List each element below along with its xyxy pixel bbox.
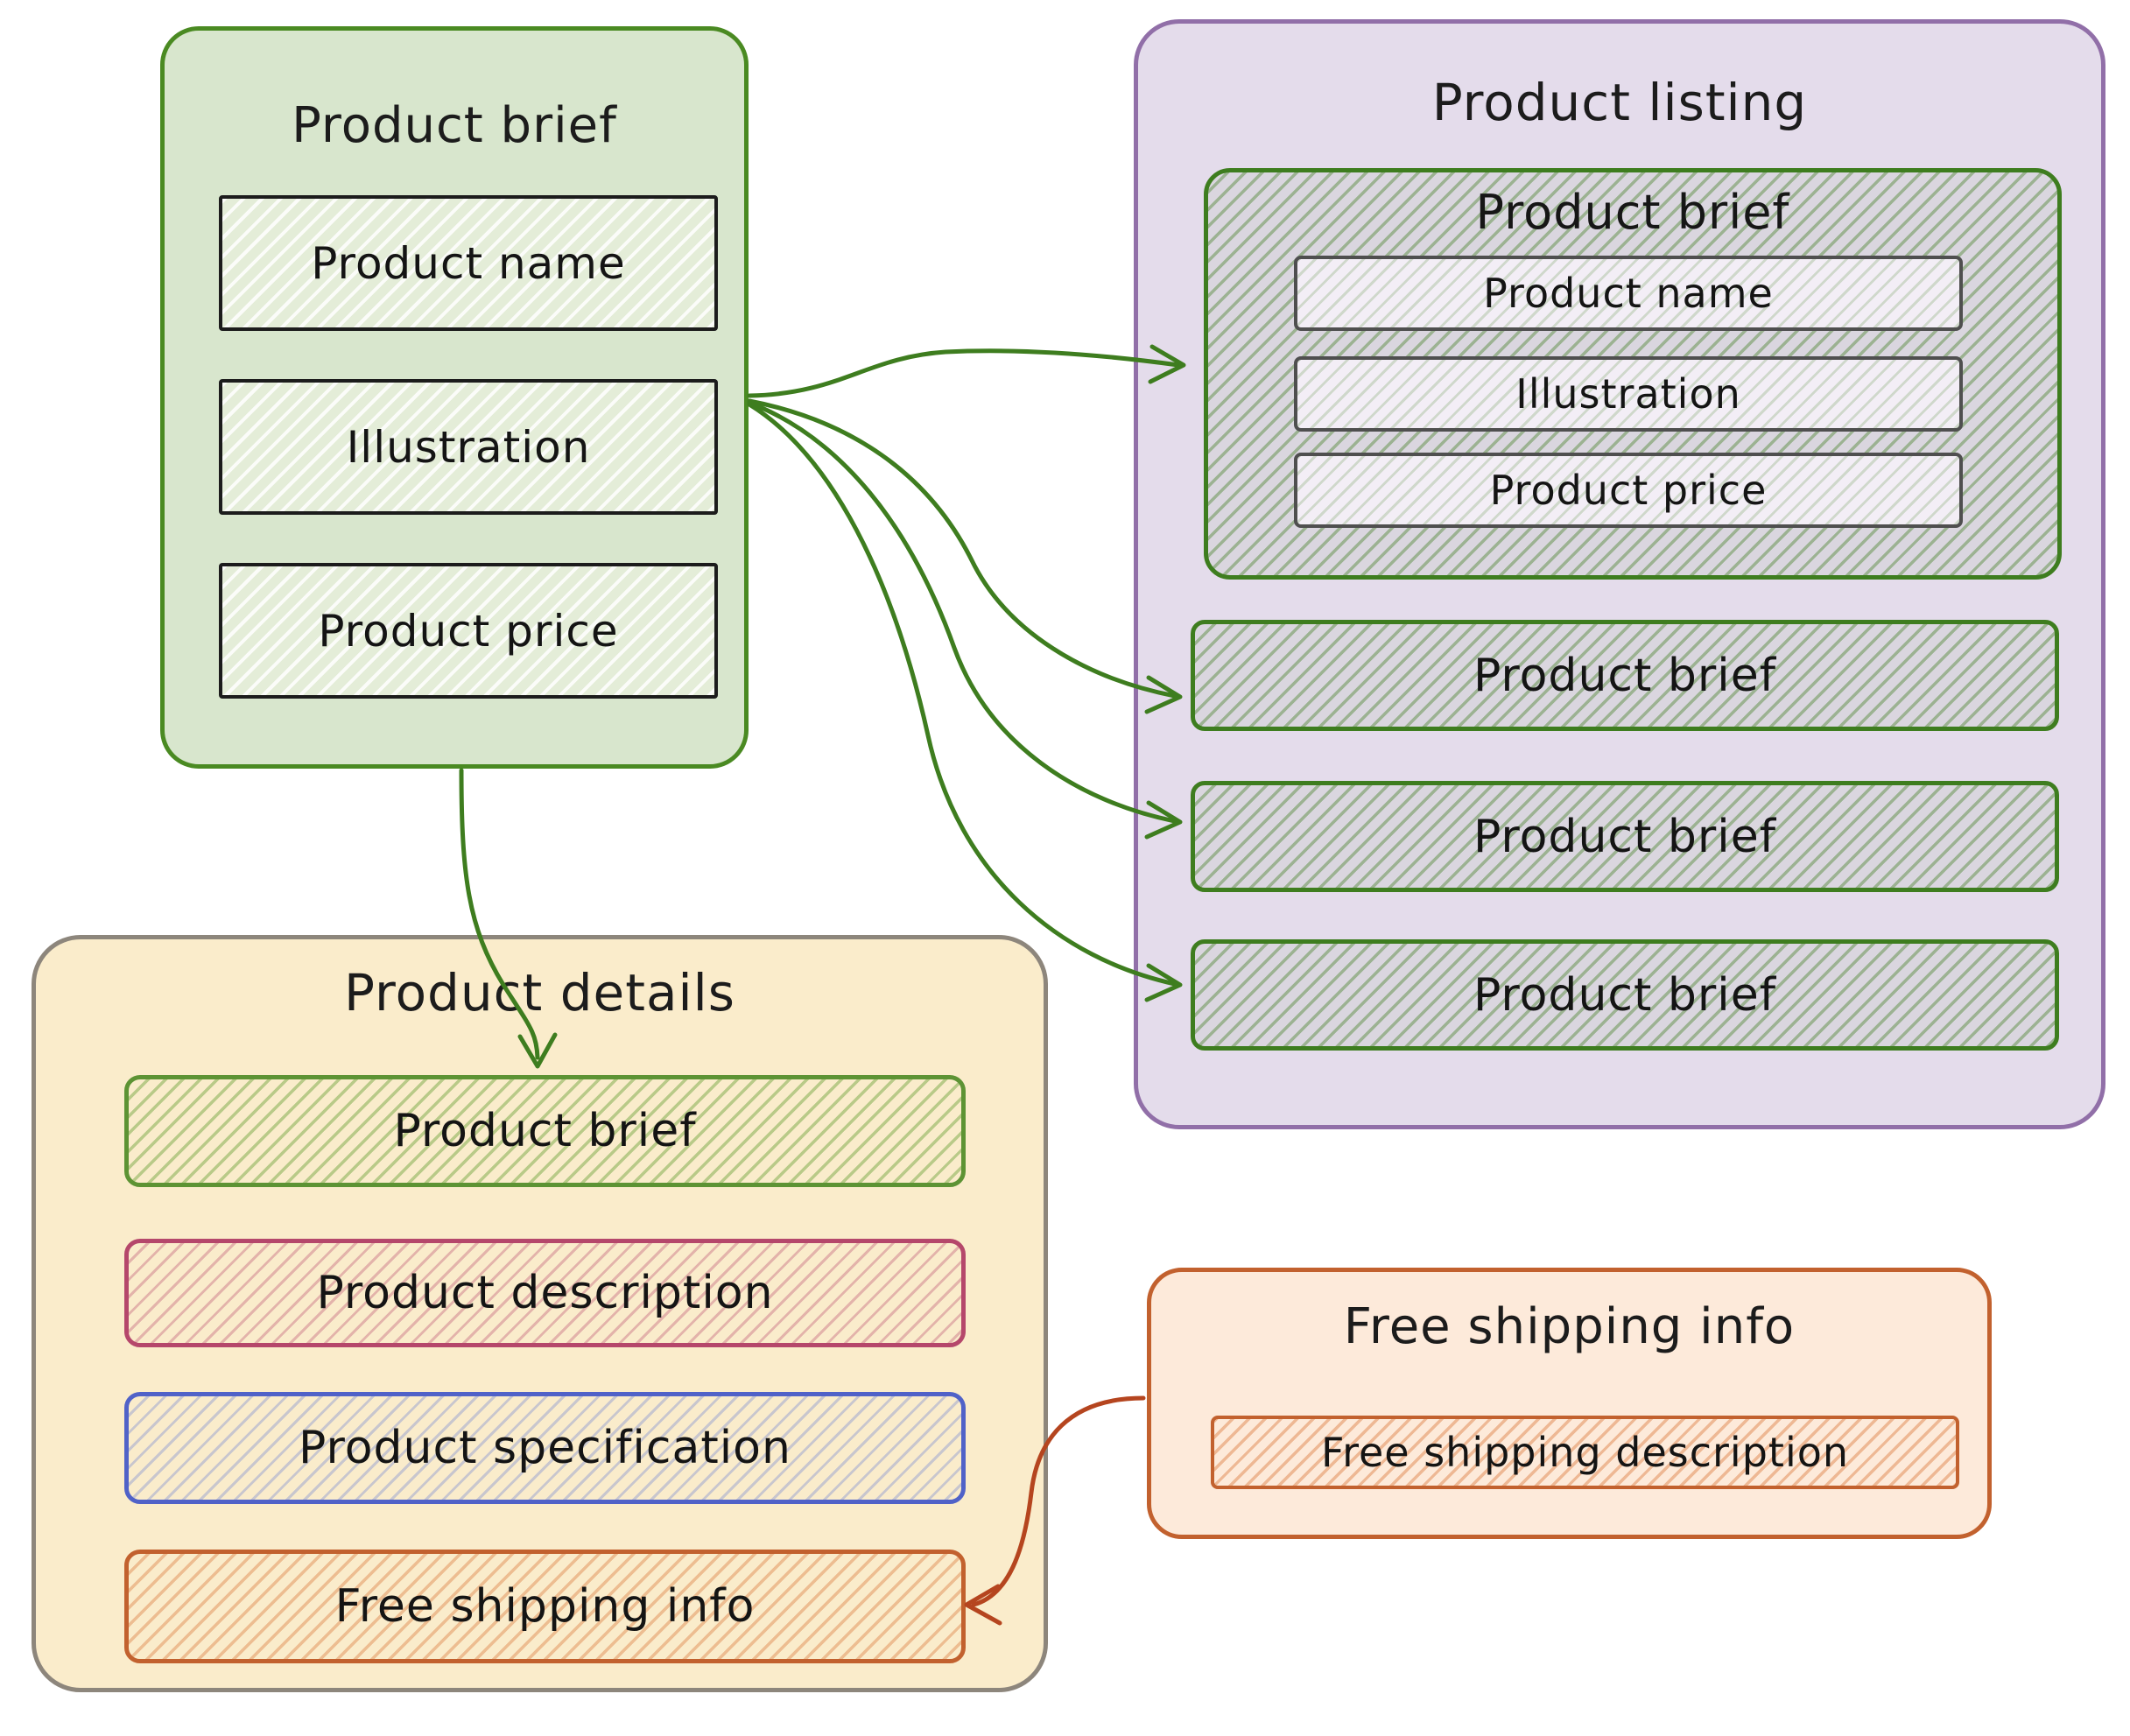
product-details-brief-row: Product brief [124,1075,966,1187]
product-listing-panel: Product listing Product brief Product na… [1134,19,2105,1129]
product-listing-brief-row-2: Product brief [1191,781,2059,892]
product-listing-brief-row-1: Product brief [1191,620,2059,731]
product-name-box: Product name [219,195,718,331]
arrow-brief-to-listing-row-3 [747,402,1177,987]
listing-brief-card-title: Product brief [1475,185,1790,240]
product-brief-panel: Product brief Product name Illustration … [160,26,749,769]
illustration-box: Illustration [219,379,718,515]
product-details-panel-title: Product details [344,963,735,1023]
product-listing-brief-card: Product brief Product name Illustration … [1204,168,2062,580]
listing-product-price-box: Product price [1294,453,1963,528]
arrow-brief-to-listing-row-1 [747,398,1177,699]
product-details-panel: Product details Product brief Product de… [32,935,1048,1692]
listing-product-name-box: Product name [1294,256,1963,331]
listing-illustration-box: Illustration [1294,356,1963,432]
product-price-box: Product price [219,563,718,699]
arrow-brief-to-listing-row-2 [747,400,1177,824]
product-details-specification-row: Product specification [124,1392,966,1504]
arrow-brief-to-listing-card [747,348,1181,398]
free-shipping-panel: Free shipping info Free shipping descrip… [1147,1268,1992,1539]
product-details-description-row: Product description [124,1239,966,1347]
product-details-free-shipping-row: Free shipping info [124,1550,966,1663]
free-shipping-panel-title: Free shipping info [1343,1298,1796,1355]
product-listing-panel-title: Product listing [1431,73,1808,132]
product-brief-panel-title: Product brief [292,97,617,154]
product-listing-brief-row-3: Product brief [1191,939,2059,1051]
free-shipping-description-bar: Free shipping description [1211,1416,1959,1489]
